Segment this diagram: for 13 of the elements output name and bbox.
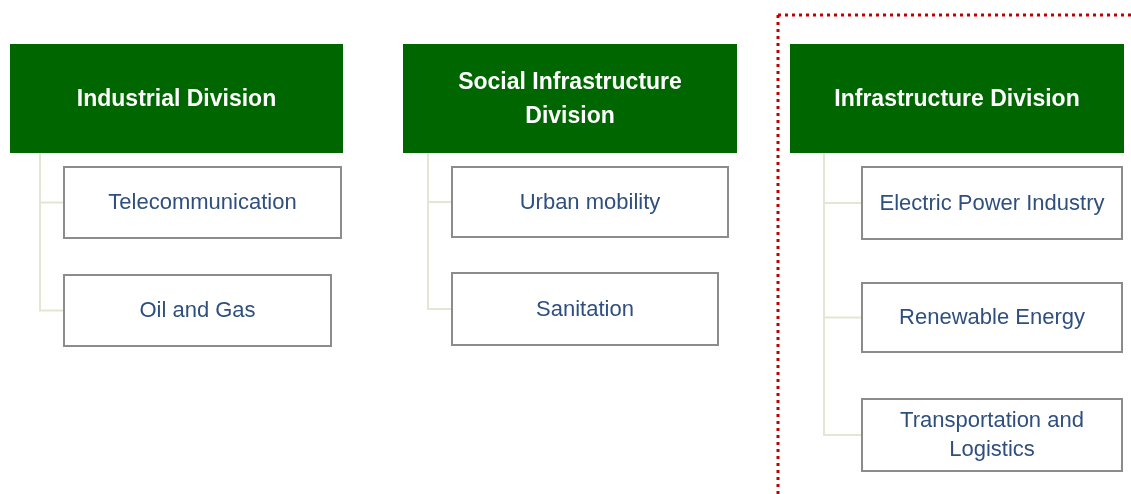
- division-header: Industrial Division: [10, 44, 343, 153]
- sector-box: Oil and Gas: [63, 274, 332, 347]
- sector-box: Urban mobility: [451, 166, 729, 238]
- sector-box: Renewable Energy: [861, 282, 1123, 353]
- connector-line: [427, 152, 452, 310]
- sector-box: Electric Power Industry: [861, 166, 1123, 240]
- division-header: Infrastructure Division: [790, 44, 1124, 153]
- sector-box: Transportation and Logistics: [861, 398, 1123, 472]
- sector-box: Telecommunication: [63, 166, 342, 239]
- connector-line: [823, 152, 862, 436]
- sector-box: Sanitation: [451, 272, 719, 346]
- connector-line: [39, 152, 64, 312]
- division-header: Social Infrastructure Division: [403, 44, 737, 153]
